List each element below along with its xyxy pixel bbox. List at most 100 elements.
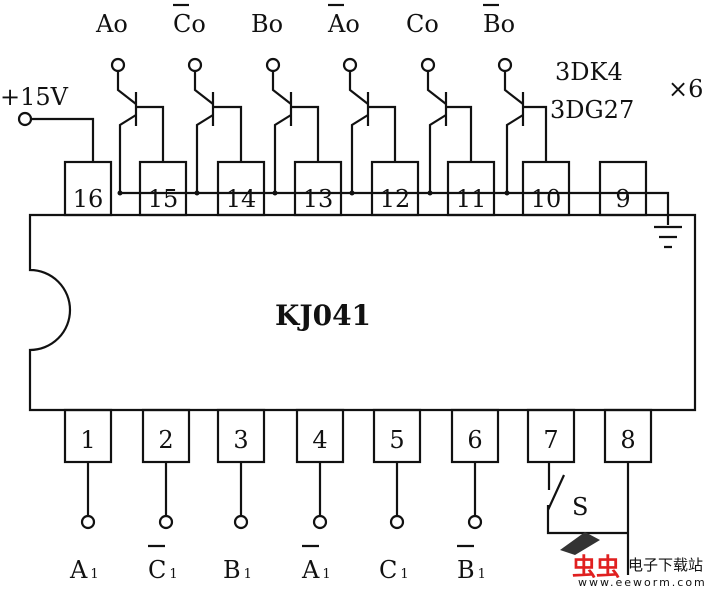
output-label: Co: [173, 10, 206, 38]
pin-number: 12: [380, 185, 411, 213]
switch-s[interactable]: S: [546, 462, 630, 575]
pin-number: 9: [615, 185, 630, 213]
transistor-emitter: [118, 114, 137, 193]
output-terminal[interactable]: [420, 57, 436, 73]
pin-2: 2: [141, 408, 191, 464]
input-terminal-circle[interactable]: [389, 514, 405, 530]
output-label: Ao: [95, 10, 128, 38]
output-label: Co: [406, 10, 439, 38]
supply-label: +15V: [0, 83, 69, 111]
transistor-emitter: [505, 114, 524, 193]
pin-14: 14: [216, 160, 266, 217]
pin-number: 3: [233, 426, 248, 454]
pin-11: 11: [446, 160, 496, 217]
output-stage: Ao: [327, 3, 397, 196]
transistor-emitter: [428, 114, 447, 193]
base-wire: [136, 105, 165, 162]
output-label: Bo: [251, 10, 283, 38]
pin-10: 10: [521, 160, 571, 217]
pin-13: 13: [293, 160, 343, 217]
input-terminal-circle[interactable]: [467, 514, 483, 530]
watermark-url: www.eeworm.com: [578, 576, 707, 589]
base-wire: [446, 105, 473, 162]
transistor-collector: [271, 71, 292, 105]
chip-kj041: KJ041: [28, 213, 697, 412]
output-stage: Bo: [251, 10, 320, 196]
output-terminal[interactable]: [187, 57, 203, 73]
base-wire: [291, 105, 320, 162]
output-terminal[interactable]: [265, 57, 281, 73]
emitter-bus: [120, 191, 670, 225]
transistor-emitter: [195, 114, 214, 193]
chip-name: KJ041: [275, 299, 371, 332]
transistor-collector: [116, 71, 137, 105]
pin-number: 6: [467, 426, 482, 454]
input-terminal-circle[interactable]: [233, 514, 249, 530]
output-terminal[interactable]: [342, 57, 358, 73]
pin-3: 3: [216, 408, 266, 464]
base-wire: [523, 105, 548, 162]
transistor-collector: [503, 71, 524, 105]
output-label: Ao: [327, 10, 360, 38]
pin-number: 5: [389, 426, 404, 454]
watermark-logo: 虫虫: [572, 553, 620, 581]
output-stage: Bo: [483, 3, 548, 196]
pin-number: 14: [226, 185, 257, 213]
transistor-emitter: [350, 114, 369, 193]
watermark-text: 电子下载站: [628, 556, 703, 574]
pin-number: 4: [312, 426, 327, 454]
input-terminal-circle[interactable]: [312, 514, 328, 530]
pin-number: 10: [531, 185, 562, 213]
pin-number: 1: [80, 426, 95, 454]
pin-5: 5: [372, 408, 422, 464]
input-terminal-circle[interactable]: [158, 514, 174, 530]
supply-terminal: +15V: [0, 83, 95, 162]
pin-number: 8: [620, 426, 635, 454]
pin-number: 2: [158, 426, 173, 454]
pin-number: 15: [148, 185, 179, 213]
output-stage: Co: [173, 3, 243, 196]
output-stage: Ao: [95, 10, 165, 196]
base-wire: [213, 105, 243, 162]
pin-number: 7: [543, 426, 558, 454]
output-terminal[interactable]: [110, 57, 126, 73]
output-stage: Co: [406, 10, 473, 196]
terminal-circle: [17, 111, 33, 127]
pin-4: 4: [295, 408, 345, 464]
transistor-collector: [348, 71, 369, 105]
pin-7: 7: [526, 408, 576, 464]
grad-cap-icon: [560, 532, 600, 555]
transistor-collector: [193, 71, 214, 105]
pin-15: 15: [138, 160, 188, 217]
output-label: Bo: [483, 10, 515, 38]
watermark: 虫虫 电子下载站 www.eeworm.com: [560, 532, 707, 589]
output-terminal[interactable]: [497, 57, 513, 73]
base-wire: [368, 105, 397, 162]
transistor-collector: [426, 71, 447, 105]
pin-9: 9: [598, 160, 648, 217]
pin-16: 16: [63, 160, 113, 217]
pin-6: 6: [450, 408, 500, 464]
transistor-type-2: 3DG27: [550, 96, 634, 124]
transistor-count: ×6: [668, 75, 703, 103]
pin-1: 1: [63, 408, 113, 464]
transistor-emitter: [273, 114, 292, 193]
pin-12: 12: [370, 160, 420, 217]
input-terminal-circle[interactable]: [80, 514, 96, 530]
pin-number: 11: [456, 185, 487, 213]
pin-number: 16: [73, 185, 104, 213]
